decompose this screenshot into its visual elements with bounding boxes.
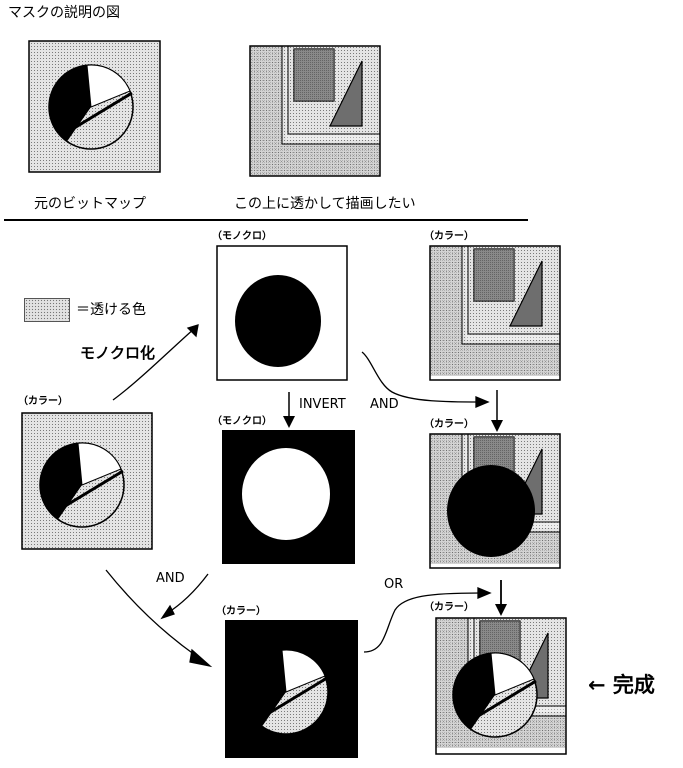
arrow-mid-down	[495, 580, 507, 616]
tag-mono-top: （モノクロ）	[212, 231, 272, 242]
arrow-to-mono	[112, 324, 199, 401]
pie-shape	[47, 63, 135, 151]
arrow-invert	[283, 392, 295, 428]
inverted-mask-panel	[222, 430, 355, 564]
tag-color-left: （カラー）	[18, 396, 68, 407]
op-and-right: AND	[370, 397, 399, 412]
final-result-panel	[435, 617, 567, 755]
op-or: OR	[384, 577, 404, 592]
legend: ＝透ける色	[24, 298, 146, 322]
arrow-and-left	[160, 573, 209, 620]
result-label: ← 完成	[588, 673, 655, 697]
arrow-or	[363, 587, 492, 653]
masked-source-panel	[225, 620, 358, 758]
background-panel	[249, 45, 381, 177]
caption-source-bitmap: 元のビットマップ	[34, 196, 146, 212]
arrow-color-down	[105, 569, 213, 668]
color-background-panel	[429, 245, 561, 381]
circle-shape	[235, 275, 321, 367]
tag-color-final: （カラー）	[424, 602, 474, 613]
page-title: マスクの説明の図	[8, 5, 120, 21]
source-bitmap-panel	[28, 40, 161, 173]
mono-mask-panel	[216, 245, 348, 381]
wedge-arrowhead-icon	[189, 648, 213, 668]
color-source-panel	[21, 412, 153, 550]
masked-background-panel	[429, 433, 561, 569]
op-and-left: AND	[156, 571, 185, 586]
op-invert: INVERT	[299, 397, 346, 412]
tag-color-mid-right: （カラー）	[424, 419, 474, 430]
legend-label: ＝透ける色	[76, 302, 146, 318]
circle-shape	[242, 448, 330, 540]
arrow-and-right	[361, 351, 490, 408]
arrow-bg-down	[491, 390, 503, 432]
caption-background: この上に透かして描画したい	[234, 196, 416, 212]
tag-color-bottom: （カラー）	[216, 606, 266, 617]
tag-mono-mid: （モノクロ）	[212, 416, 272, 427]
tag-color-bg: （カラー）	[424, 231, 474, 242]
op-to-mono: モノクロ化	[80, 344, 156, 362]
transparent-color-swatch	[24, 298, 70, 322]
